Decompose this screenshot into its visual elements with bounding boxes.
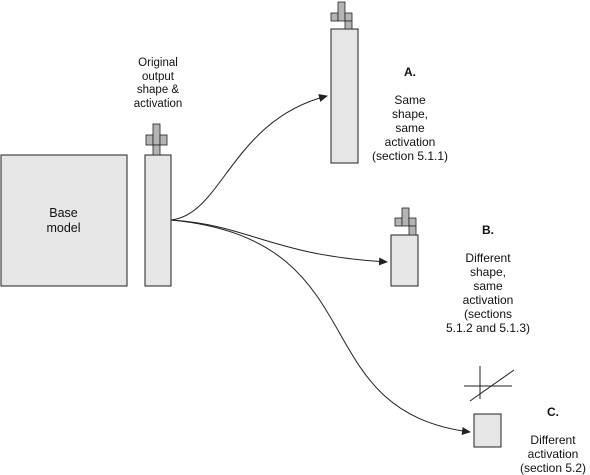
arrow-to-b [170, 219, 388, 266]
base-model-box [0, 154, 128, 287]
arrow-to-c [170, 219, 471, 435]
option-a-histogram-icon [330, 1, 353, 30]
option-b-histogram-icon [394, 207, 417, 236]
activation-function-icon [464, 366, 515, 402]
option-b-label: B. Different shape, same activation (sec… [440, 209, 536, 335]
option-c-box [473, 413, 502, 448]
original-histogram-icon [145, 123, 168, 156]
original-output-label: Original output shape & activation [133, 57, 183, 110]
option-c-description: Different activation (section 5.2) [519, 433, 587, 475]
option-a-description: Same shape, same activation (section 5.1… [371, 93, 449, 163]
arrow-to-a [170, 94, 328, 221]
option-c-letter: C. [547, 405, 559, 419]
base-model-label: Base model [46, 206, 81, 235]
option-b-letter: B. [482, 223, 494, 237]
option-a-letter: A. [404, 65, 416, 79]
option-a-label: A. Same shape, same activation (section … [362, 51, 458, 163]
option-a-box [330, 28, 359, 164]
option-b-description: Different shape, same activation (sectio… [445, 251, 531, 335]
original-output-box [144, 154, 172, 287]
option-b-box [390, 234, 419, 287]
option-c-label: C. Different activation (section 5.2) [516, 391, 590, 475]
diagram [0, 1, 515, 448]
